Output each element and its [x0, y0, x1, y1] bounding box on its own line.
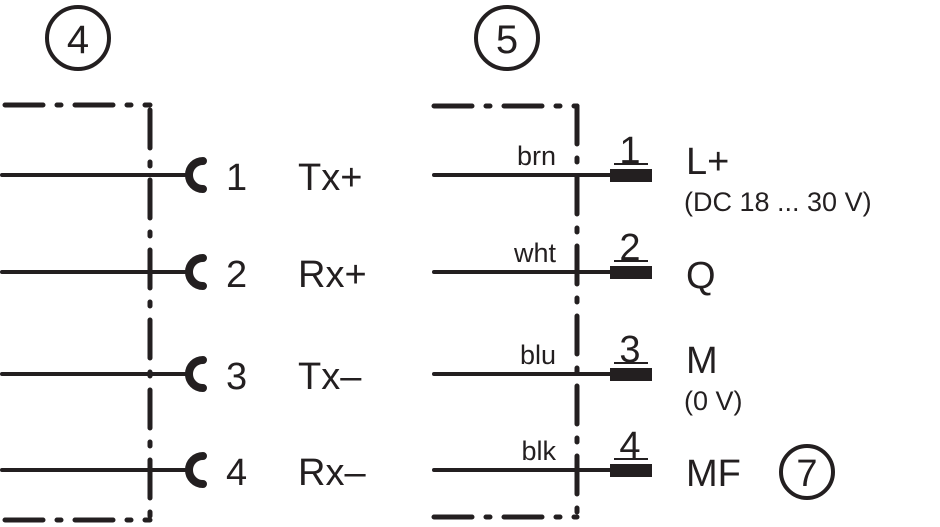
pin-signal: Rx+ — [298, 254, 367, 296]
wire-color: brn — [517, 141, 556, 171]
pin-signal: Tx– — [298, 356, 362, 398]
pin-note: (DC 18 ... 30 V) — [684, 187, 872, 217]
left-pin-row: 1 Tx+ — [0, 157, 362, 199]
pin-note: (0 V) — [684, 386, 743, 416]
pin-number: 4 — [619, 425, 640, 467]
pin-signal: Q — [686, 255, 716, 297]
pin-number: 4 — [226, 452, 247, 494]
pin-number: 3 — [619, 329, 640, 371]
wire-color: wht — [513, 238, 557, 268]
socket-contact-icon — [185, 157, 207, 193]
pin-number: 2 — [619, 227, 640, 269]
pin-signal: M — [686, 340, 718, 382]
pin-contact-icon — [610, 368, 652, 381]
socket-contact-icon — [185, 452, 207, 488]
pin-signal: Tx+ — [298, 157, 362, 199]
socket-contact-icon — [185, 254, 207, 290]
pin-number: 1 — [226, 157, 247, 199]
right-pin-row: wht 2Q — [432, 227, 716, 297]
pin-signal: L+ — [686, 141, 729, 183]
right-pin-row: brn 1 L+ (DC 18 ... 30 V) — [432, 130, 872, 217]
pin-number: 2 — [226, 254, 247, 296]
socket-contact-icon — [185, 356, 207, 392]
pin-number: 3 — [226, 356, 247, 398]
pin-signal: Rx– — [298, 452, 366, 494]
right-pin-row: blu 3 M (0 V) — [432, 329, 743, 416]
left-pin-row: 3 Tx– — [0, 356, 362, 398]
callout-4: 4 — [45, 5, 111, 71]
callout-5-label: 5 — [496, 18, 518, 62]
wire-color: blu — [520, 340, 556, 370]
callout-4-label: 4 — [67, 18, 89, 62]
pin-contact-icon — [610, 169, 652, 182]
pin-contact-icon — [610, 464, 652, 477]
callout-7: 7 — [779, 444, 835, 500]
left-pin-row: 2 Rx+ — [0, 254, 367, 296]
pin-signal: MF — [686, 453, 741, 495]
left-connector-boundary — [2, 102, 153, 527]
right-pin-row: blk 4MF — [432, 425, 741, 495]
callout-7-label: 7 — [796, 453, 817, 495]
callout-5: 5 — [474, 5, 540, 71]
wire-color: blk — [521, 436, 556, 466]
pin-contact-icon — [610, 266, 652, 279]
pin-number: 1 — [619, 130, 640, 172]
left-pin-row: 4 Rx– — [0, 452, 366, 494]
left-connector-pins: 1 Tx+ 2 Rx+ 3 Tx– 4 Rx– — [0, 157, 367, 494]
